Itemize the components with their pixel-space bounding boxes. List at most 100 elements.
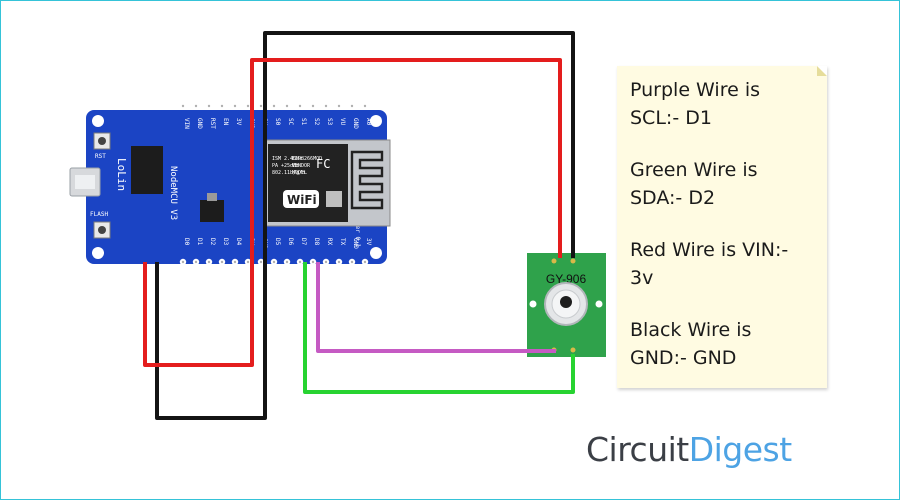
top-pin-label: 3V <box>235 118 242 126</box>
note-line: SDA:- D2 <box>630 187 716 209</box>
top-pin-label: VIN <box>183 118 190 129</box>
top-pin-hole <box>350 104 354 108</box>
black-wire <box>155 31 575 420</box>
rst-button-cap <box>98 137 106 145</box>
top-pin-label: RST <box>209 118 216 129</box>
top-pin-hole <box>324 104 328 108</box>
board-brand-label: LoLin <box>115 158 128 191</box>
bottom-pin-label: D6 <box>287 238 294 246</box>
wifi-badge <box>283 190 319 208</box>
sensor-pin-pad <box>551 258 557 264</box>
bottom-pin-label: GND <box>352 238 359 249</box>
note-line: 3v <box>630 267 654 289</box>
bottom-pin-label: D4 <box>235 238 242 246</box>
note-folded-corner <box>817 66 827 76</box>
bottom-pin-hole <box>194 260 198 264</box>
ir-sensor-window <box>560 296 572 308</box>
wifi-module-line: ISM 2.4GHz <box>272 156 302 162</box>
wifi-module-line: ESP8266MOD <box>292 156 322 162</box>
sensor-hole <box>529 300 537 308</box>
top-pin-label: SC <box>287 118 294 126</box>
bottom-pin-hole <box>220 260 224 264</box>
top-pin-hole <box>194 104 198 108</box>
bottom-pin-hole <box>272 260 276 264</box>
mount-hole <box>370 115 382 127</box>
usb-port-inner <box>75 175 95 189</box>
bottom-pin-hole <box>207 260 211 264</box>
logo-text-circuit: Circuit <box>586 430 689 469</box>
regulator-tab <box>207 193 217 201</box>
mount-hole <box>92 115 104 127</box>
green-wire <box>303 262 575 394</box>
sensor-hole <box>595 300 603 308</box>
top-pin-label: A0 <box>365 118 372 126</box>
mount-hole <box>92 247 104 259</box>
bottom-pin-hole <box>259 260 263 264</box>
logo-text: CircuitDigest <box>586 430 792 469</box>
wifi-module-line: VENDOR <box>292 163 311 169</box>
bottom-pin-label: D1 <box>196 238 203 246</box>
bottom-pin-hole <box>350 260 354 264</box>
logo-text-digest: Digest <box>688 430 792 469</box>
bottom-pin-hole <box>233 260 237 264</box>
wifi-module-line: 802.11b/g/n <box>272 170 305 176</box>
bottom-pin-hole <box>181 260 185 264</box>
top-pin-hole <box>272 104 276 108</box>
sensor-pin-pad <box>570 347 576 353</box>
bottom-pin-hole <box>363 260 367 264</box>
top-pin-hole <box>285 104 289 108</box>
top-pin-label: GND <box>352 118 359 129</box>
bottom-pin-hole <box>285 260 289 264</box>
note-line: Red Wire is VIN:- <box>630 239 789 261</box>
bottom-pin-label: D7 <box>300 238 307 246</box>
wire-group <box>143 31 575 420</box>
note-line: GND:- GND <box>630 347 737 369</box>
top-pin-label: S0 <box>274 118 281 126</box>
top-pin-label: EN <box>222 118 229 126</box>
bottom-pin-label: TX <box>339 238 346 246</box>
top-pin-hole <box>233 104 237 108</box>
note-line: SCL:- D1 <box>630 107 712 129</box>
bottom-pin-label: 3V <box>365 238 372 246</box>
bottom-pin-label: D8 <box>313 238 320 246</box>
wifi-shield <box>268 144 348 222</box>
top-pin-label: S3 <box>326 118 333 126</box>
mount-hole <box>370 247 382 259</box>
top-pin-label: VU <box>339 118 346 126</box>
top-pin-label: S1 <box>300 118 307 126</box>
top-pin-label: GND <box>196 118 203 129</box>
rst-label: RST <box>95 153 106 160</box>
purple-wire <box>316 262 556 353</box>
note-line: Purple Wire is <box>630 79 760 101</box>
bottom-pin-hole <box>324 260 328 264</box>
top-pin-hole <box>259 104 263 108</box>
top-pin-label: S2 <box>313 118 320 126</box>
board-model-label: NodeMCU V3 <box>168 166 178 220</box>
sensor-pin-pad <box>570 258 576 264</box>
wifi-badge-text: WiFi <box>287 193 317 207</box>
wifi-module-line: PA +25dBm <box>272 163 299 169</box>
voltage-regulator <box>200 200 224 222</box>
wifi-module-line: MODEL <box>292 170 307 176</box>
bottom-pin-label: RX <box>326 238 333 246</box>
bottom-pin-label: D2 <box>209 238 216 246</box>
flash-label: FLASH <box>90 211 108 218</box>
top-pin-hole <box>311 104 315 108</box>
top-pin-hole <box>298 104 302 108</box>
gy906-sensor: GY-906 <box>527 253 606 357</box>
bottom-pin-hole <box>337 260 341 264</box>
wiring-note: Purple Wire is SCL:- D1 Green Wire is SD… <box>617 66 827 388</box>
fcc-mark: FC <box>316 157 330 171</box>
note-line: Green Wire is <box>630 159 758 181</box>
wifi-cert-mark <box>326 191 342 207</box>
red-wire <box>143 58 562 367</box>
circuitdigest-logo: CircuitDigest <box>586 430 836 480</box>
flash-button-cap <box>98 226 106 234</box>
bottom-pin-hole <box>246 260 250 264</box>
note-line: Black Wire is <box>630 319 752 341</box>
bottom-pin-hole <box>298 260 302 264</box>
bottom-pin-label: D5 <box>274 238 281 246</box>
